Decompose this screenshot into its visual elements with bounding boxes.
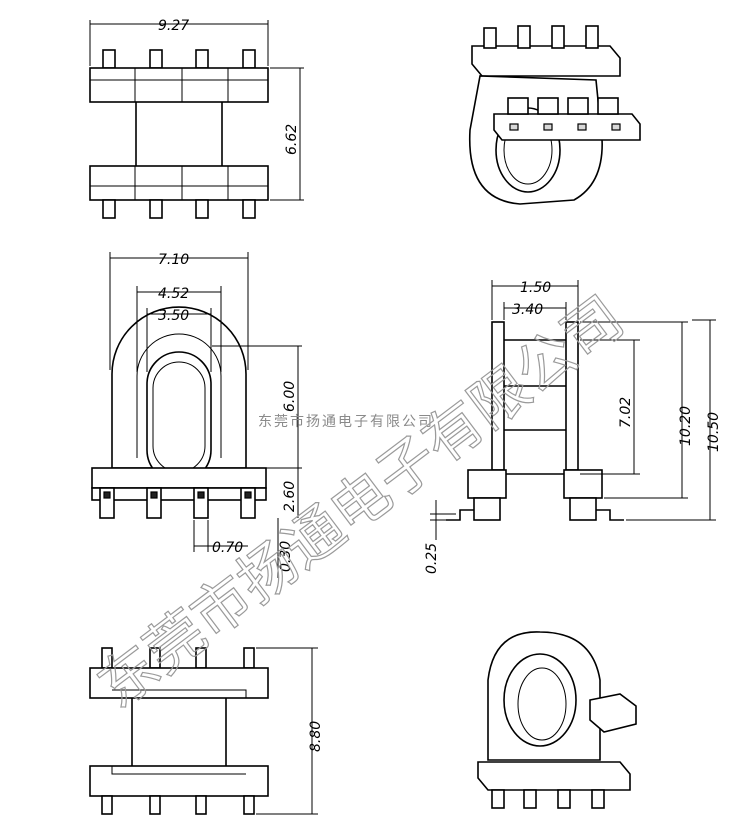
- dim-base-height: 2.60: [282, 481, 298, 512]
- iso-view-top: [468, 25, 641, 205]
- front-view: 7.10 4.52 3.50 6.00 2.60 0.70 0.30: [91, 252, 302, 578]
- dim-side-flange: 1.50: [520, 280, 551, 296]
- dim-front-outer: 7.10: [158, 252, 189, 268]
- top-view: 9.27 6.62: [89, 18, 304, 219]
- dim-pin-thickness: 0.25: [424, 543, 440, 574]
- dim-height-a: 10.20: [678, 406, 694, 446]
- dim-height-b: 10.50: [706, 412, 722, 452]
- bottom-view: 8.80: [89, 647, 324, 815]
- dim-window-inner: 3.50: [158, 308, 189, 324]
- dim-top-height: 6.62: [284, 124, 300, 155]
- dim-window-height: 6.00: [282, 381, 298, 412]
- dim-bottom-height: 8.80: [308, 721, 324, 752]
- iso-view-bottom: [477, 631, 637, 809]
- dim-top-width: 9.27: [158, 18, 189, 34]
- watermark-small: 东莞市扬通电子有限公司: [258, 413, 434, 430]
- dim-pin-offset: 0.30: [278, 541, 294, 572]
- dim-winding-height: 7.02: [618, 397, 634, 428]
- dim-pin-width: 0.70: [212, 540, 243, 556]
- dim-side-core: 3.40: [512, 302, 543, 318]
- dim-window-outer: 4.52: [158, 286, 189, 302]
- side-view: 1.50 3.40 7.02 10.20 10.50 0.25: [424, 280, 722, 574]
